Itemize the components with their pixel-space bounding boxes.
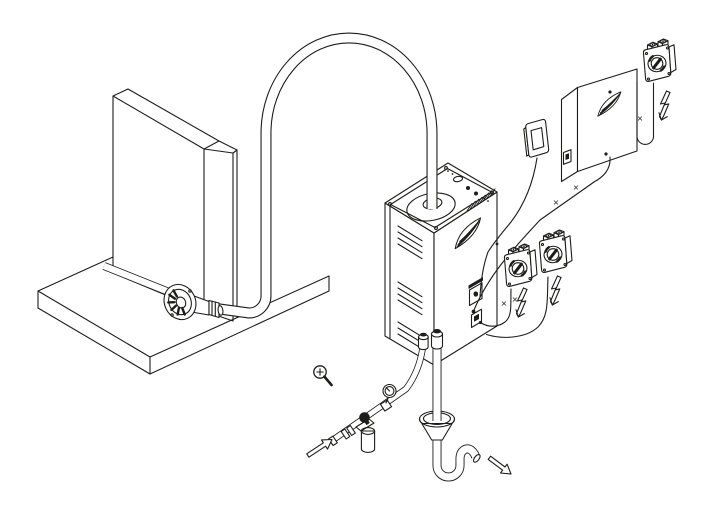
module-power-toggle: [562, 149, 572, 165]
steam-head: [163, 283, 224, 321]
disconnect-switch: [538, 228, 574, 274]
disconnect-switch: [503, 242, 539, 288]
field-wiring: × × × × ×: [471, 80, 655, 338]
connection-mark: ×: [637, 114, 644, 123]
gauge-tee: [379, 399, 393, 412]
pipe-union: [340, 428, 351, 440]
steam-line-wall-stub: [102, 262, 176, 298]
inline-strainer: [360, 427, 376, 453]
shower-wall: [37, 88, 330, 375]
keypad-screen: [530, 127, 545, 151]
drain-assembly: [418, 347, 512, 482]
keypad-cable: [479, 157, 538, 298]
power-cable-c: [636, 80, 655, 145]
connection-mark: ×: [512, 295, 519, 304]
steam-line: [215, 32, 438, 319]
power-cable-b: [485, 276, 549, 338]
control-cable: [473, 156, 611, 311]
hazard-bolt-icon: [658, 90, 671, 121]
connection-mark: ×: [573, 183, 580, 192]
pipe-union: [346, 424, 356, 437]
shutoff-valve: [355, 412, 375, 432]
water-inlet-flow-arrow-icon: [306, 438, 333, 458]
power-cable-a: [479, 288, 512, 327]
vent-grille: [466, 188, 496, 212]
hazard-bolt-icon: [549, 275, 562, 306]
control-module: [560, 68, 638, 183]
water-supply-line: [306, 344, 427, 458]
p-trap: [432, 436, 481, 482]
magnifier-icon: [313, 365, 333, 387]
control-keypad: [523, 118, 550, 158]
disconnect-switch: [642, 37, 678, 83]
connection-mark: ×: [501, 299, 508, 308]
floor-base: [37, 256, 330, 375]
pressure-gauge: [382, 383, 397, 404]
connection-mark: ×: [553, 198, 560, 207]
drain-outflow-arrow-icon: [487, 455, 512, 475]
cabinet-fittings: [417, 329, 444, 351]
